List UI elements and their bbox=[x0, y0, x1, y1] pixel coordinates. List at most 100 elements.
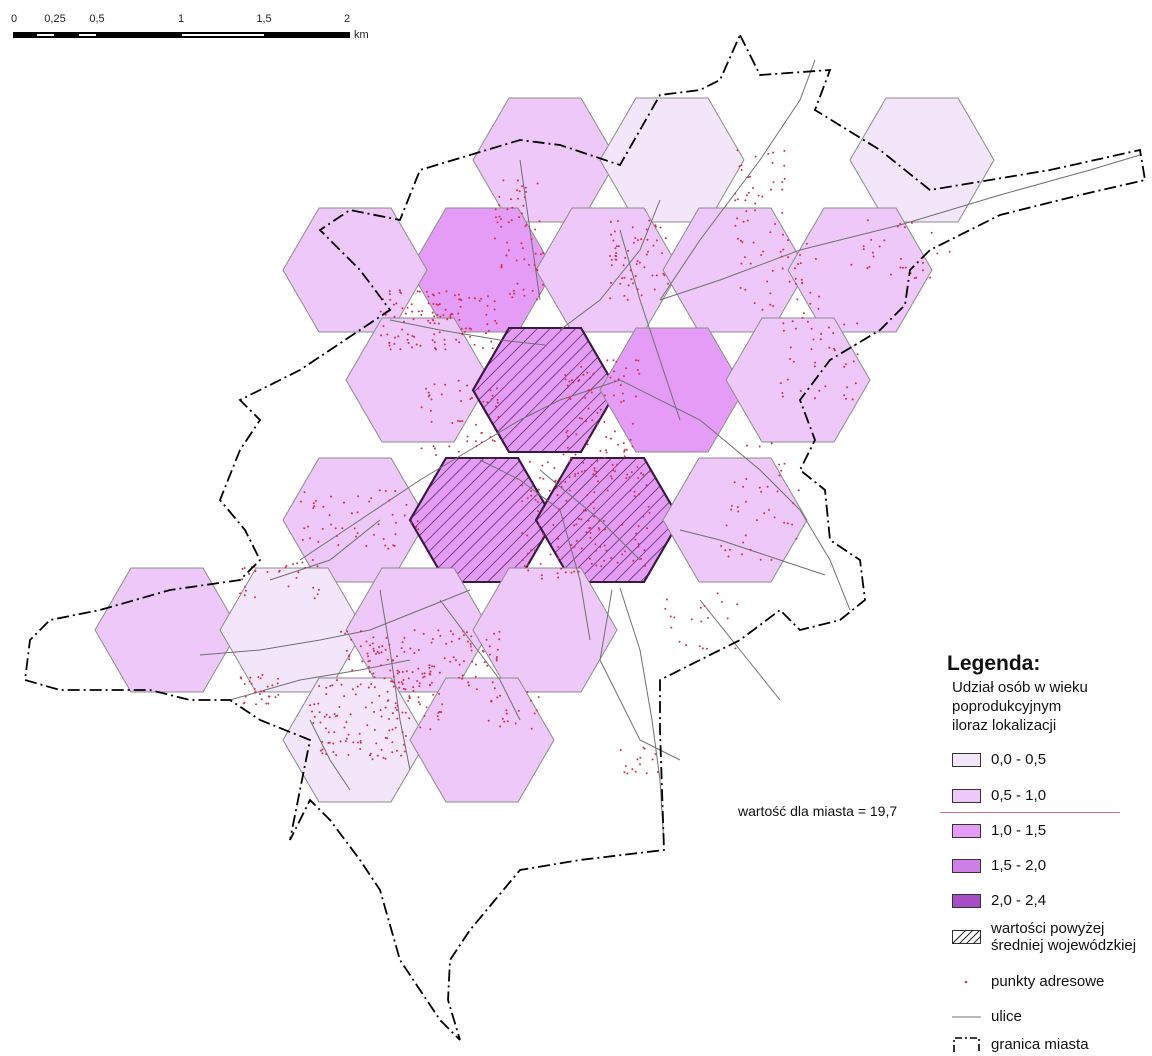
address-point bbox=[478, 299, 481, 302]
address-point bbox=[536, 298, 539, 301]
address-point bbox=[433, 341, 436, 344]
address-point bbox=[645, 772, 648, 775]
hex-cell bbox=[345, 317, 491, 443]
address-point bbox=[450, 312, 453, 315]
address-point bbox=[515, 259, 518, 262]
address-point bbox=[317, 702, 320, 705]
address-point bbox=[349, 713, 352, 716]
address-point bbox=[749, 262, 752, 265]
address-point bbox=[769, 303, 772, 306]
address-point bbox=[438, 331, 441, 334]
hex-cell bbox=[472, 97, 618, 223]
address-point bbox=[636, 260, 639, 263]
address-point bbox=[388, 293, 391, 296]
address-point bbox=[425, 290, 428, 293]
address-point bbox=[521, 532, 524, 535]
address-point bbox=[413, 652, 416, 654]
address-point bbox=[314, 499, 317, 502]
address-point bbox=[588, 557, 591, 560]
address-point bbox=[395, 749, 398, 752]
address-point bbox=[569, 398, 572, 400]
address-point bbox=[493, 300, 496, 303]
address-point bbox=[336, 714, 339, 717]
address-point bbox=[417, 310, 420, 313]
address-point bbox=[480, 432, 483, 435]
address-point bbox=[389, 298, 392, 301]
address-point bbox=[511, 206, 514, 209]
address-point bbox=[404, 735, 407, 737]
address-point bbox=[401, 683, 404, 685]
address-point bbox=[403, 750, 406, 753]
address-point bbox=[359, 748, 362, 750]
address-point bbox=[594, 543, 597, 546]
address-point bbox=[330, 523, 333, 526]
address-point bbox=[758, 445, 761, 448]
address-point bbox=[585, 531, 588, 534]
address-point bbox=[418, 290, 421, 293]
address-point bbox=[813, 365, 816, 368]
address-point bbox=[505, 254, 508, 257]
address-point bbox=[749, 175, 752, 178]
address-point bbox=[577, 518, 580, 520]
address-point bbox=[783, 521, 786, 524]
address-point bbox=[367, 686, 370, 689]
address-point bbox=[744, 199, 747, 202]
address-point bbox=[487, 719, 490, 722]
address-point bbox=[599, 408, 602, 411]
address-point bbox=[540, 253, 542, 256]
legend-label: 2,0 - 2,4 bbox=[991, 892, 1047, 909]
address-point bbox=[399, 291, 402, 294]
address-point bbox=[403, 687, 405, 690]
address-point bbox=[856, 322, 859, 325]
address-point bbox=[637, 542, 640, 545]
address-point bbox=[460, 327, 463, 330]
address-point bbox=[538, 524, 541, 527]
address-point bbox=[589, 536, 592, 539]
address-point bbox=[779, 250, 782, 253]
address-point bbox=[636, 466, 639, 469]
address-point bbox=[346, 630, 349, 633]
address-point bbox=[792, 360, 795, 363]
address-point bbox=[393, 342, 396, 345]
address-point bbox=[473, 297, 476, 300]
address-point bbox=[538, 220, 541, 223]
address-point bbox=[745, 500, 747, 503]
address-point bbox=[450, 640, 453, 643]
address-point bbox=[321, 527, 324, 530]
address-point bbox=[557, 576, 560, 579]
address-point bbox=[417, 667, 420, 670]
address-point bbox=[868, 265, 871, 268]
address-point bbox=[578, 417, 581, 419]
address-point bbox=[493, 687, 496, 690]
address-point bbox=[510, 198, 512, 201]
address-point bbox=[883, 239, 886, 242]
address-point bbox=[496, 387, 498, 390]
address-point bbox=[491, 681, 494, 684]
address-point bbox=[356, 511, 359, 514]
address-point bbox=[568, 396, 571, 399]
address-point bbox=[584, 509, 587, 512]
address-point bbox=[590, 562, 593, 565]
address-point bbox=[465, 631, 468, 634]
street-symbol bbox=[952, 1016, 981, 1018]
address-point bbox=[501, 717, 504, 720]
address-point bbox=[457, 379, 460, 382]
hex-cell bbox=[599, 327, 745, 453]
address-point bbox=[419, 703, 421, 706]
address-point bbox=[609, 376, 612, 379]
address-point bbox=[482, 650, 485, 653]
address-point bbox=[432, 445, 435, 448]
address-point bbox=[628, 476, 631, 479]
address-point bbox=[782, 233, 784, 236]
address-point bbox=[632, 282, 634, 285]
address-point bbox=[411, 671, 414, 674]
address-point bbox=[929, 276, 932, 279]
address-point bbox=[390, 680, 393, 683]
address-point bbox=[474, 675, 477, 678]
address-point bbox=[500, 264, 503, 267]
address-point bbox=[903, 226, 906, 229]
address-point bbox=[637, 359, 640, 362]
address-point bbox=[645, 484, 648, 487]
address-point bbox=[498, 638, 501, 641]
